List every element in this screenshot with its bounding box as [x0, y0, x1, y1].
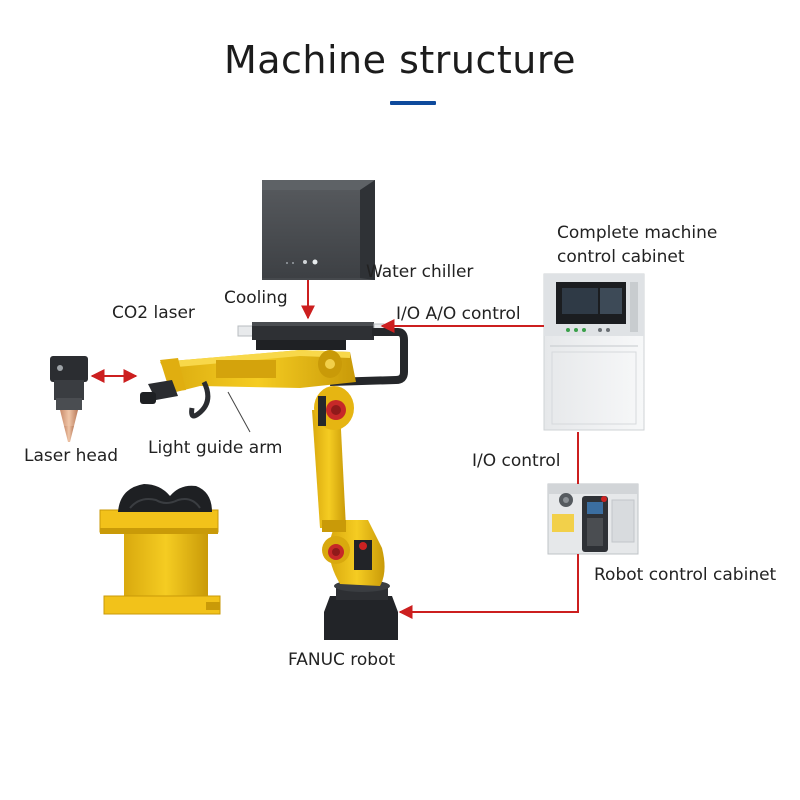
label-laser-head: Laser head	[24, 446, 119, 466]
light-guide-pointer	[227, 391, 251, 433]
laser-head	[50, 356, 88, 442]
label-water-chiller: Water chiller	[366, 262, 474, 282]
label-cooling: Cooling	[224, 288, 288, 308]
label-complete-cabinet-line1: Complete machine	[557, 223, 718, 243]
label-io-ao-control: I/O A/O control	[396, 304, 521, 324]
robot-control-cabinet	[547, 483, 639, 555]
fanuc-robot	[140, 350, 398, 640]
label-io-control: I/O control	[472, 451, 561, 471]
positioner-table	[99, 484, 221, 615]
page-title: Machine structure	[223, 38, 577, 82]
label-robot-control-cabinet: Robot control cabinet	[594, 565, 777, 585]
co2-laser-unit	[237, 322, 385, 350]
beam-guide-tube	[329, 328, 408, 386]
label-light-guide-arm: Light guide arm	[148, 438, 283, 458]
label-complete-cabinet: Complete machine control cabinet	[557, 221, 717, 269]
connectors	[90, 280, 579, 619]
water-chiller-unit	[262, 180, 375, 280]
label-fanuc-robot: FANUC robot	[288, 650, 396, 670]
label-complete-cabinet-line2: control cabinet	[557, 247, 685, 267]
complete-machine-cabinet	[543, 273, 645, 431]
label-co2-laser: CO2 laser	[112, 303, 195, 323]
title-underline	[390, 101, 436, 105]
